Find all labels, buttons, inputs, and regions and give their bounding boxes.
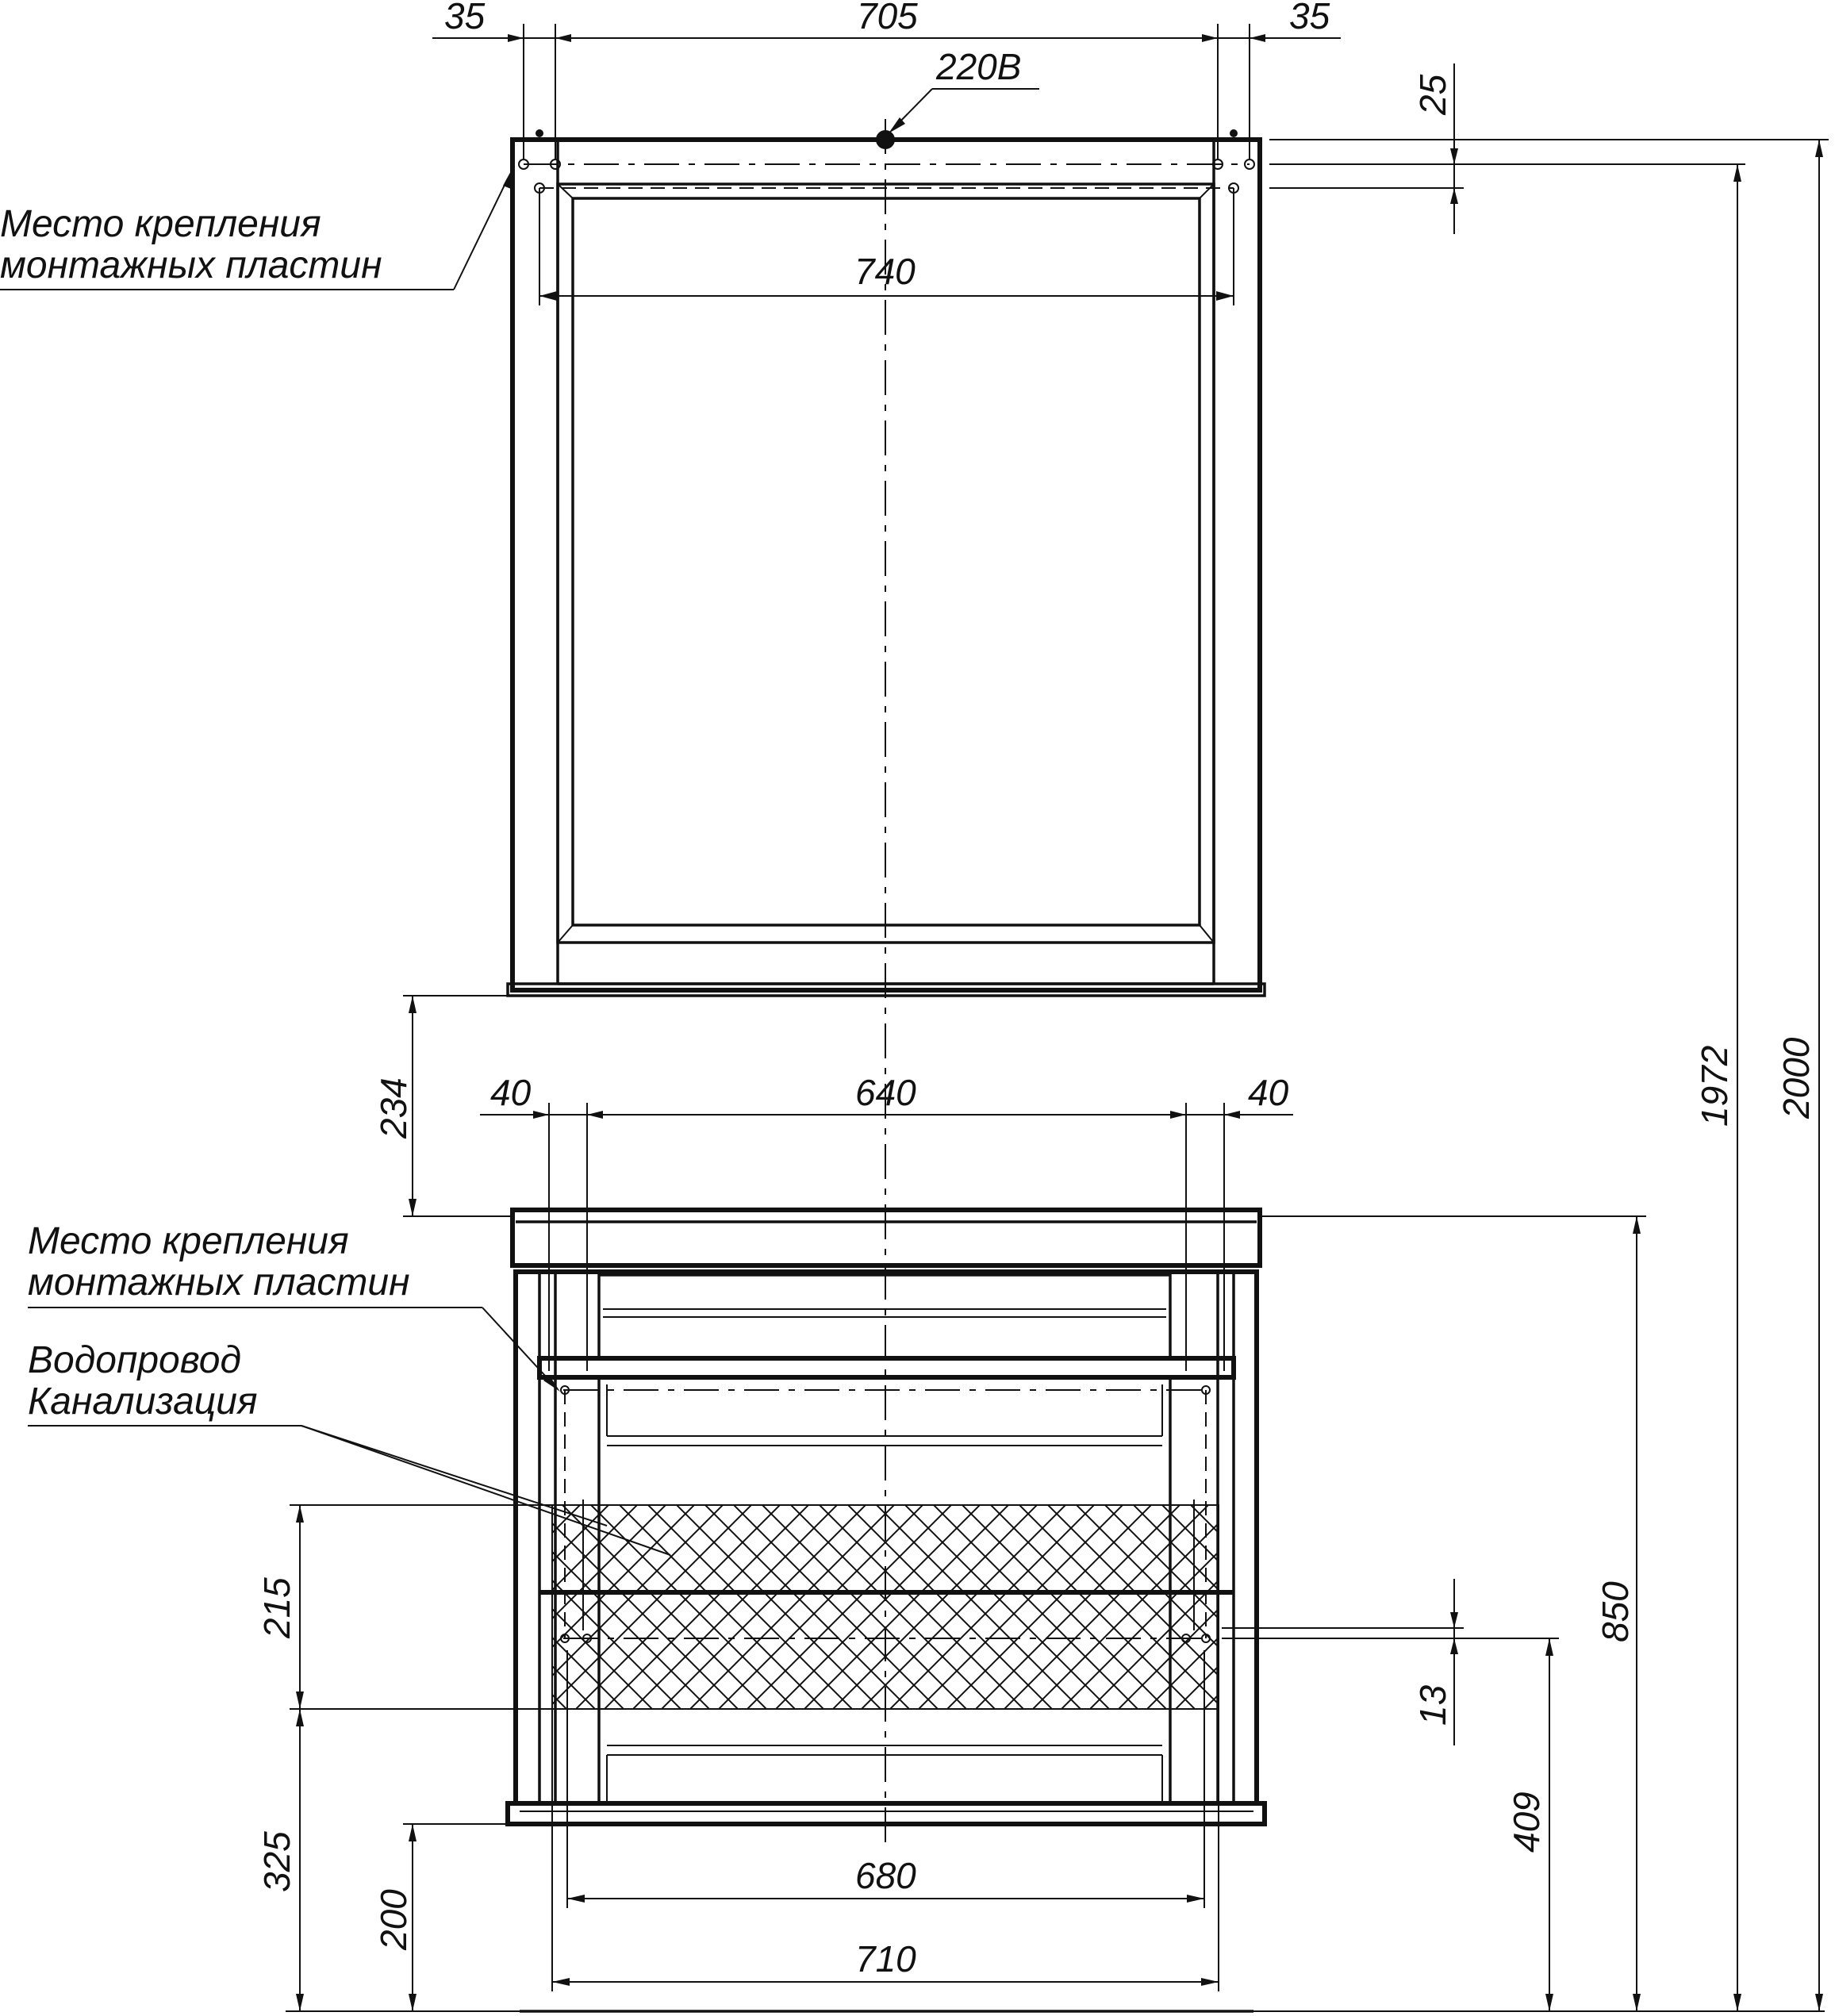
dim-640: 640 [855, 1072, 916, 1113]
mount-hole-2 [550, 159, 561, 170]
pipes-label-line1: Водопровод [28, 1339, 241, 1381]
mirror-bevel-tl [557, 183, 574, 199]
vanity-cabinet [505, 1208, 1267, 1826]
dim-705: 705 [857, 0, 918, 36]
mirror-bevel-tr [1199, 183, 1215, 199]
dim-740: 740 [854, 251, 916, 292]
pipes-label: Водопровод Канализация [28, 1339, 671, 1556]
dim-40-left: 40 [490, 1072, 532, 1113]
dim-2000: 2000 [1775, 1037, 1817, 1119]
dim-13: 13 [1412, 1684, 1453, 1726]
dim-325: 325 [256, 1831, 298, 1892]
dim-234: 234 [373, 1077, 414, 1139]
hanger-right [1230, 129, 1238, 137]
dim-710: 710 [855, 1938, 916, 1980]
countertop [510, 1208, 1262, 1268]
mirror-mount-label: Место крепления монтажных пластин [0, 168, 512, 290]
dim-200: 200 [373, 1889, 414, 1951]
plinth [505, 1801, 1267, 1826]
mirror-mount-label-line1: Место крепления [0, 203, 321, 245]
mount-hole-4 [1244, 159, 1255, 170]
dim-35-left: 35 [444, 0, 486, 36]
cabinet-mount-label-line2: монтажных пластин [28, 1261, 410, 1304]
cabinet-dimensions: 40 640 40 850 13 409 215 325 [256, 1072, 1646, 2011]
mirror-bevel-bl [557, 924, 574, 943]
pipes-label-line2: Канализация [28, 1380, 258, 1423]
mount-hole-1 [518, 159, 529, 170]
dim-25: 25 [1412, 74, 1453, 116]
cabinet-mount-label-line1: Место крепления [28, 1220, 349, 1262]
mirror-bevel-br [1199, 924, 1215, 943]
dim-220v: 220В [935, 46, 1021, 87]
cabinet-mount-label: Место крепления монтажных пластин [28, 1220, 560, 1392]
mount-hole-3 [1212, 159, 1223, 170]
mirror-dimensions: 35 705 35 220В 740 25 1972 2000 [373, 0, 1829, 2011]
dim-1972: 1972 [1694, 1046, 1735, 1127]
dim-40-right: 40 [1248, 1072, 1289, 1113]
mirror-mount-label-line2: монтажных пластин [0, 244, 382, 286]
dim-35-right: 35 [1289, 0, 1330, 36]
shelf-rail [537, 1356, 1236, 1380]
dim-409: 409 [1506, 1791, 1547, 1853]
hanger-left [536, 129, 543, 137]
dim-680: 680 [855, 1855, 916, 1896]
dim-850: 850 [1595, 1581, 1636, 1642]
dim-215: 215 [256, 1577, 298, 1639]
pipe-zone [551, 1504, 1219, 1710]
